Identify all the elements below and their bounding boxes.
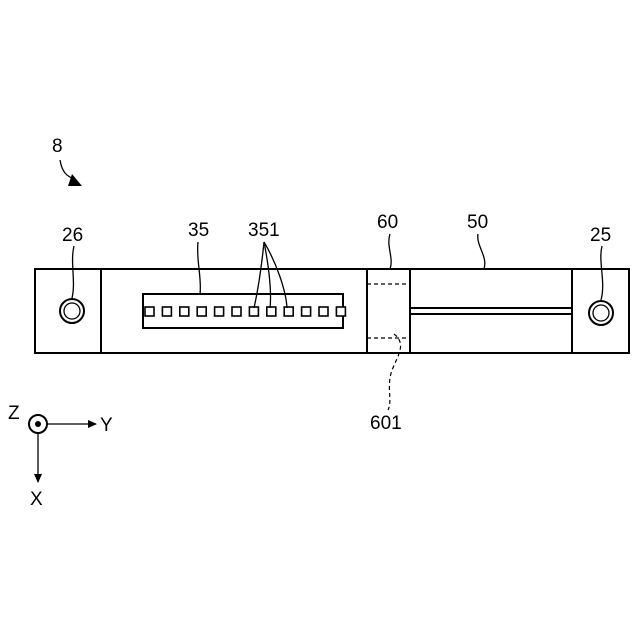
slot-body-leader [478,234,485,269]
chip-square [319,307,328,316]
x-axis-label: X [30,489,43,510]
hole-left-inner [64,303,80,319]
hole-right-label: 25 [590,225,611,246]
hole-right-inner [593,305,609,321]
chip-array [145,307,345,316]
device-body [35,269,629,353]
hole-right-leader [601,246,603,300]
chips-leader-3 [264,242,287,308]
chip-square [162,307,171,316]
slot-body-label: 50 [467,212,488,233]
chip-square [197,307,206,316]
chips-label: 351 [248,220,280,241]
window-leader [389,234,391,269]
chip-square [145,307,154,316]
chip-row-label: 35 [188,220,209,241]
z-axis-dot [35,421,41,427]
figure-ref-label: 8 [52,136,63,157]
chip-row-frame [143,294,343,328]
hole-left-label: 26 [62,225,83,246]
chips-leader-1 [254,242,264,308]
chip-square [267,307,276,316]
window-hidden-label: 601 [370,413,402,434]
chip-square [180,307,189,316]
chip-square [215,307,224,316]
chip-square [249,307,258,316]
z-axis-label: Z [8,403,20,424]
chip-square [302,307,311,316]
y-axis-label: Y [100,415,113,436]
chip-square [336,307,345,316]
chip-square [284,307,293,316]
figure-ref-arrowhead [68,174,82,186]
window-hidden-leader [388,334,401,410]
window-label: 60 [377,212,398,233]
hole-left-leader [72,246,74,298]
chip-square [232,307,241,316]
